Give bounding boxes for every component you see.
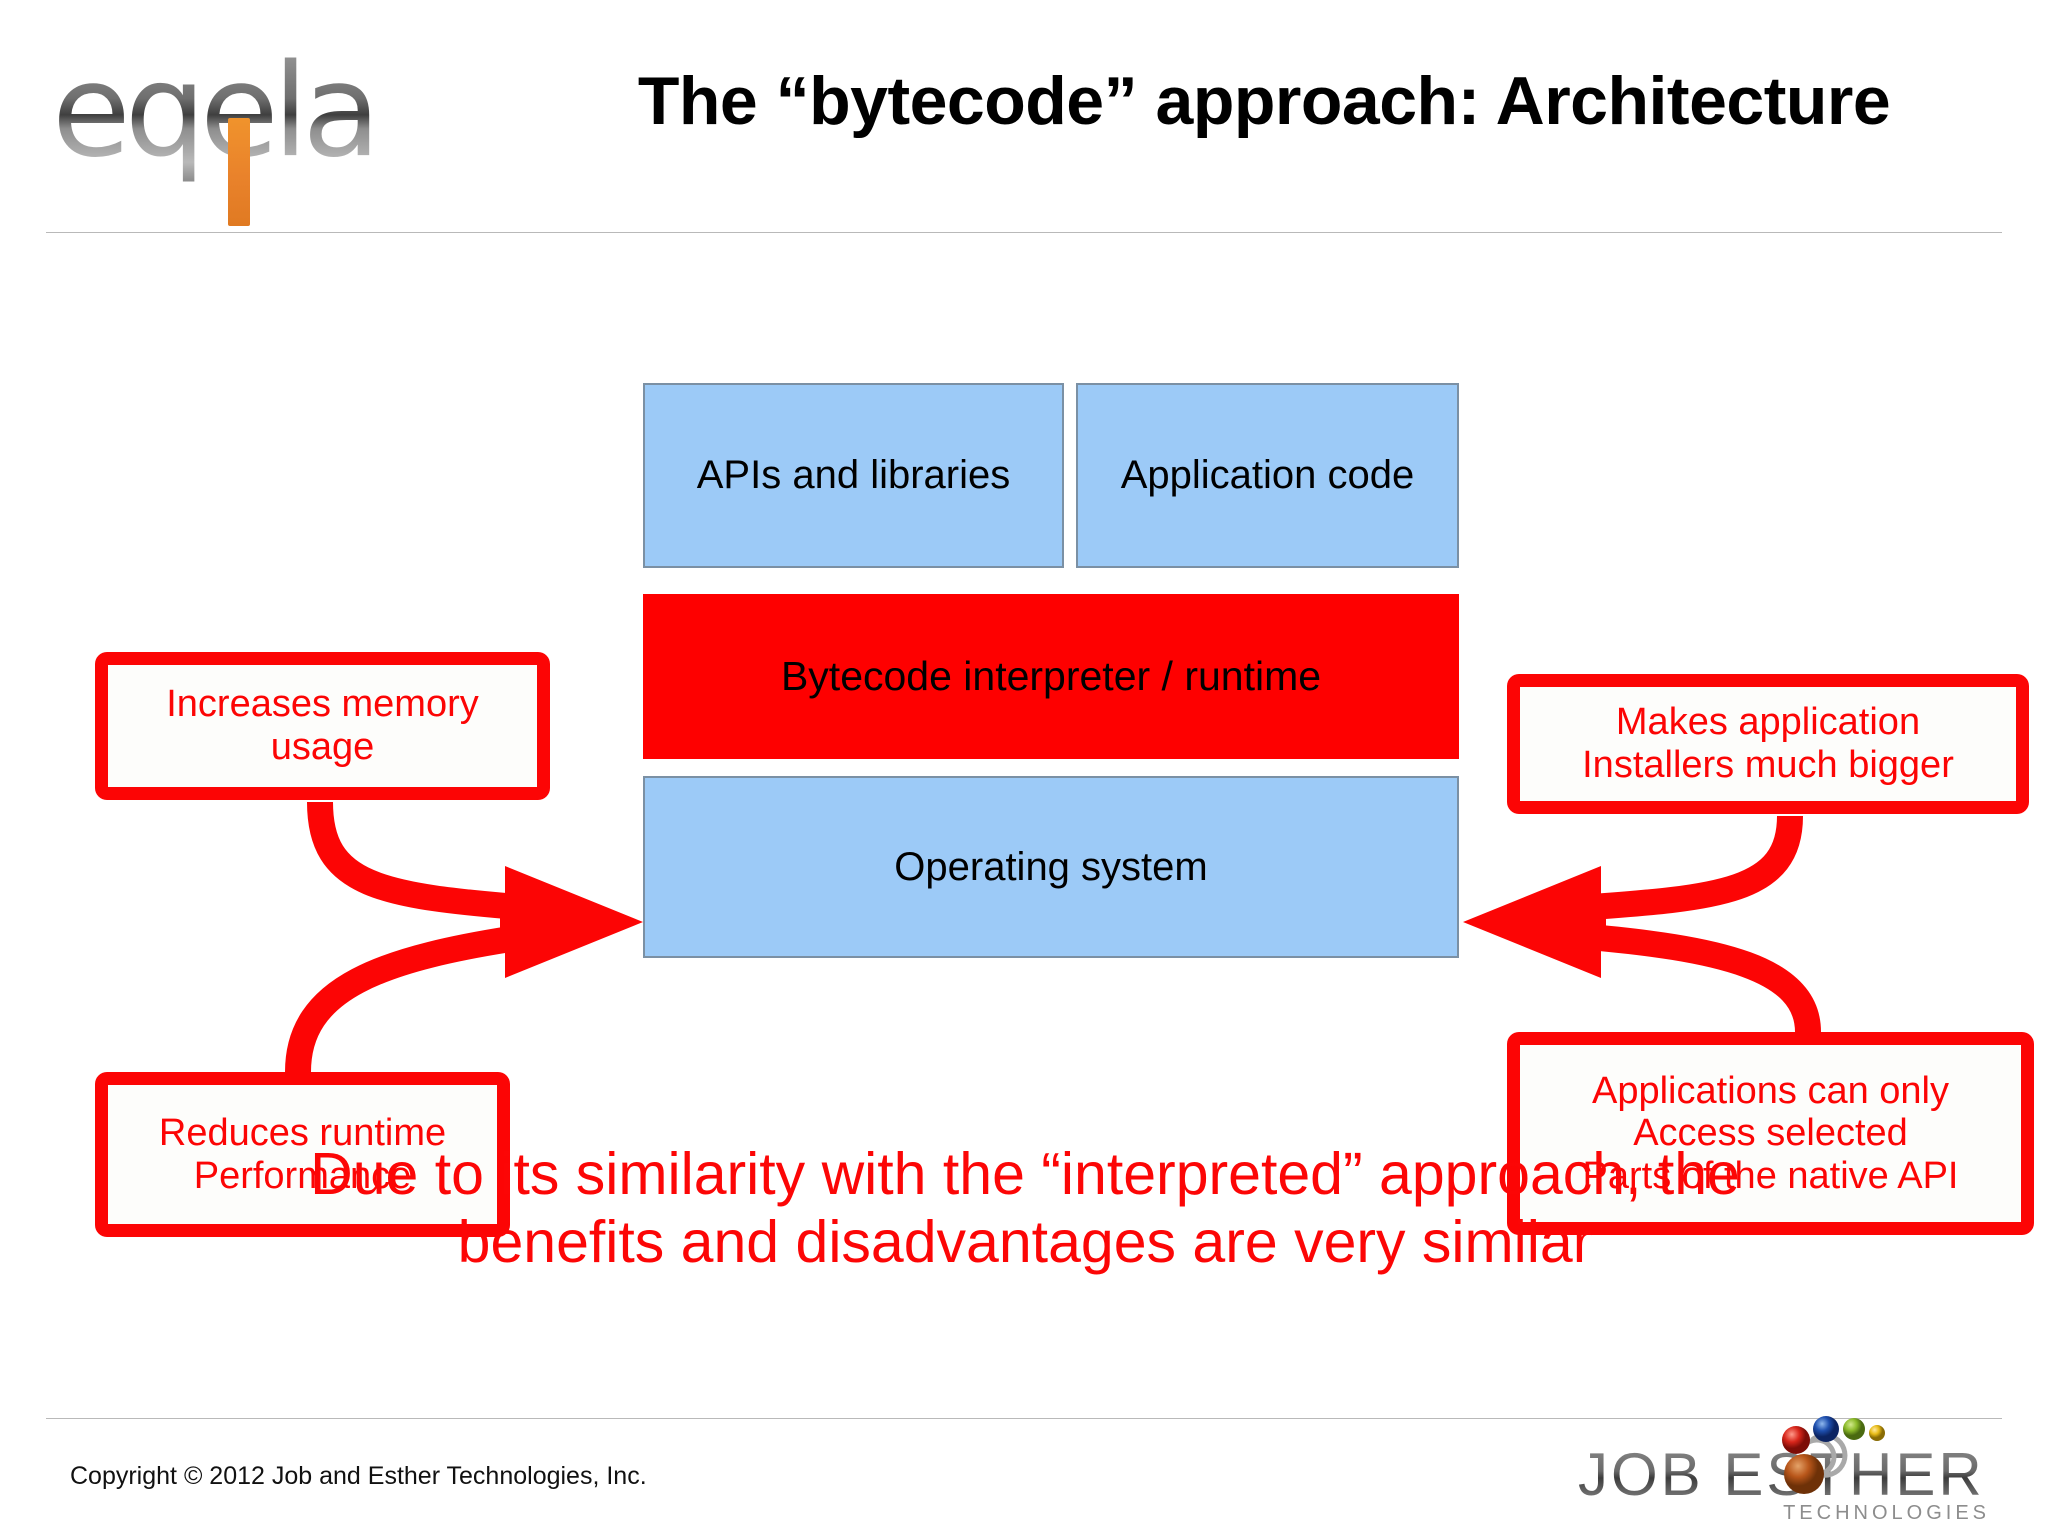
callout-limited-native-api-access: Applications can only Access selected Pa… <box>1507 1032 2034 1235</box>
callout-memory-text: Increases memory usage <box>166 683 479 768</box>
job-esther-brand-text: JOB ESTHER <box>1578 1440 1998 1509</box>
arrow-left-group <box>285 801 532 1073</box>
sphere-cluster-icon <box>1782 1416 1885 1494</box>
footer-divider <box>46 1418 2002 1419</box>
slide-header: eqela The “bytecode” approach: Architect… <box>0 0 2048 236</box>
arrow-right-lower-stem <box>1576 923 1821 1033</box>
header-divider <box>46 232 2002 233</box>
summary-statement: Due to its similarity with the “interpre… <box>310 1141 1740 1276</box>
arrow-left-head-join <box>500 896 545 948</box>
page-title: The “bytecode” approach: Architecture <box>637 63 1891 139</box>
sphere-green <box>1843 1418 1865 1440</box>
sphere-red <box>1782 1426 1810 1454</box>
callout-reduces-runtime-performance: Reduces runtime Performance <box>95 1072 510 1237</box>
callout-performance-text: Reduces runtime Performance <box>158 1111 447 1197</box>
job-esther-brand-subtext: TECHNOLOGIES <box>1783 1502 1990 1524</box>
sphere-yellow <box>1869 1425 1885 1441</box>
sphere-brown <box>1784 1454 1824 1494</box>
callout-increases-memory-usage: Increases memory usage <box>95 652 550 800</box>
arrow-left-head <box>505 866 643 978</box>
stack-box-operating-system: Operating system <box>643 776 1459 958</box>
sphere-blue <box>1813 1416 1839 1442</box>
eqela-logo-orange-bar <box>228 118 250 226</box>
arrow-right-group <box>1576 815 1821 1033</box>
arrow-right-head <box>1463 866 1601 978</box>
callout-makes-installers-bigger: Makes application Installers much bigger <box>1507 674 2029 814</box>
eqela-logo-text: eqela <box>52 42 432 182</box>
arrow-right-upper-stem <box>1577 815 1803 921</box>
arrow-left-upper-stem <box>307 801 532 921</box>
job-esther-technologies-logo: JOB ESTHER TECHNOLOGIES <box>1578 1416 1998 1528</box>
eqela-logo: eqela <box>52 42 432 226</box>
arrow-left-lower-stem <box>285 923 532 1073</box>
callout-installers-text: Makes application Installers much bigger <box>1582 701 1954 786</box>
stack-box-apis: APIs and libraries <box>643 383 1064 568</box>
architecture-diagram: APIs and libraries Application code Byte… <box>0 236 2048 1237</box>
arrow-right-head-join <box>1561 896 1606 948</box>
stack-box-bytecode-runtime: Bytecode interpreter / runtime <box>643 594 1459 759</box>
copyright-notice: Copyright © 2012 Job and Esther Technolo… <box>70 1462 647 1490</box>
callout-access-text: Applications can only Access selected Pa… <box>1582 1069 1959 1197</box>
stack-box-application-code: Application code <box>1076 383 1459 568</box>
